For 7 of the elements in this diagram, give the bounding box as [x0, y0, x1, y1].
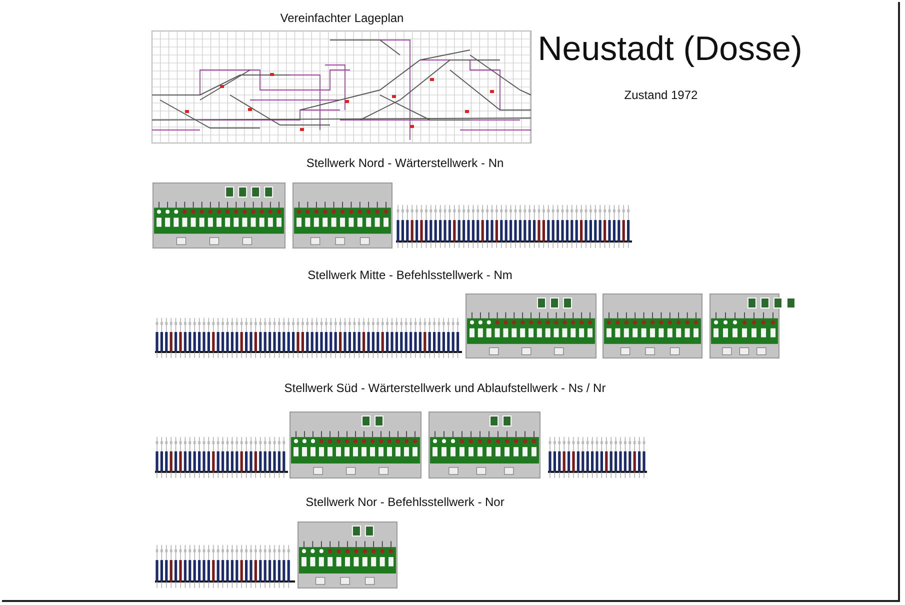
- diagram-title: Neustadt (Dosse): [538, 30, 802, 69]
- section-heading: Stellwerk Nor - Befehlsstellwerk - Nor: [306, 495, 504, 509]
- state-note: Zustand 1972: [624, 88, 698, 102]
- plan-heading: Vereinfachter Lageplan: [280, 11, 404, 25]
- section-heading: Stellwerk Mitte - Befehlsstellwerk - Nm: [308, 268, 512, 282]
- section-heading: Stellwerk Süd - Wärterstellwerk und Ablaufstellwerk - Ns / Nr: [284, 381, 606, 395]
- section-heading: Stellwerk Nord - Wärterstellwerk - Nn: [306, 156, 504, 170]
